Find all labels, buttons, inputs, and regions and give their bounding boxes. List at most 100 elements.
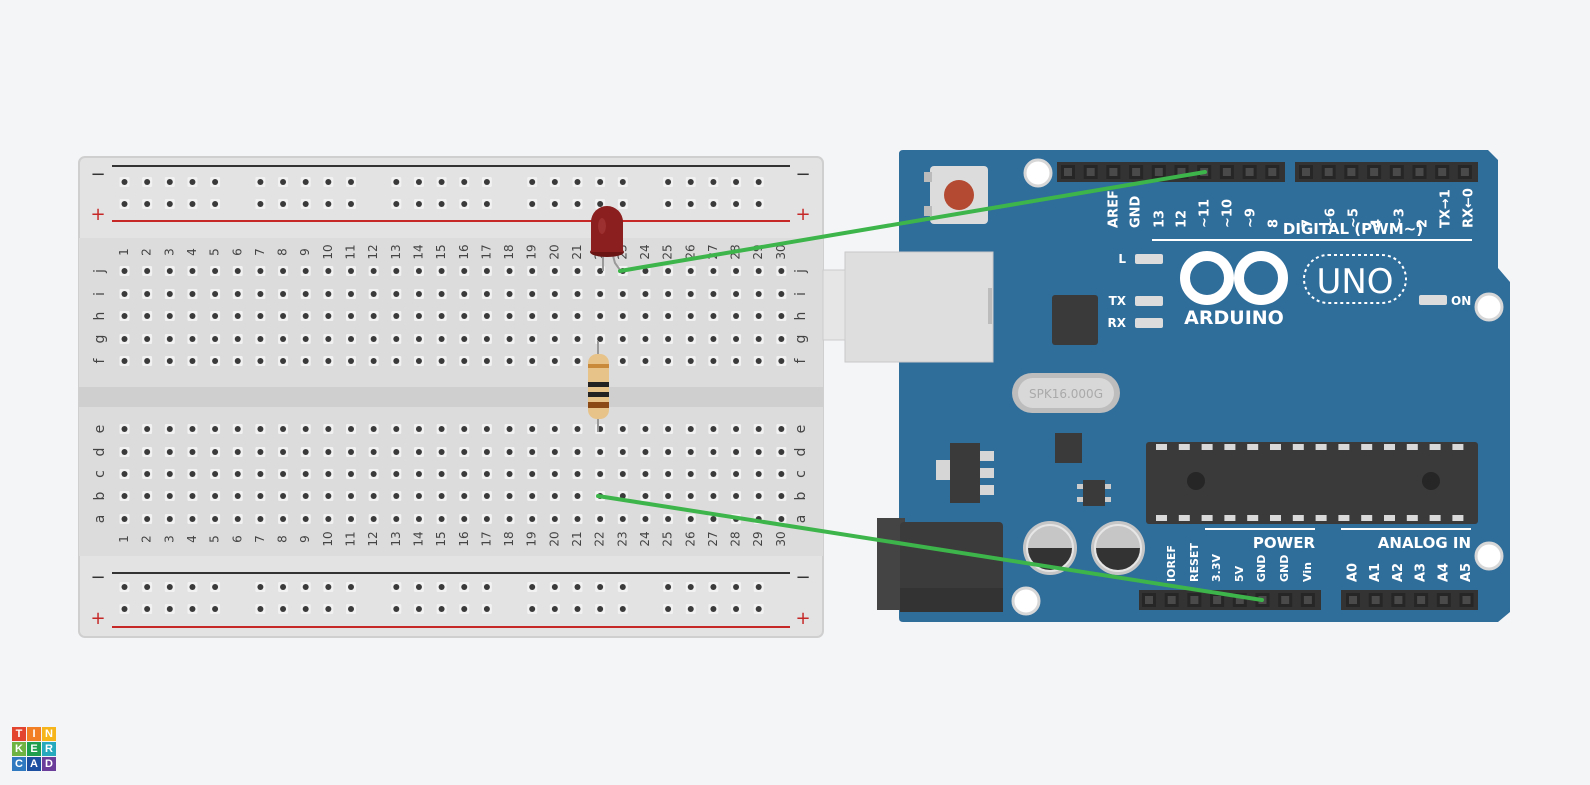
breadboard-hole[interactable]: [731, 469, 742, 479]
breadboard-hole[interactable]: [504, 514, 515, 524]
breadboard-hole[interactable]: [413, 469, 424, 479]
breadboard-hole[interactable]: [663, 289, 674, 299]
breadboard-hole[interactable]: [413, 491, 424, 501]
breadboard-holes[interactable]: [119, 177, 787, 614]
rail-hole[interactable]: [278, 199, 289, 209]
breadboard-hole[interactable]: [413, 424, 424, 434]
rail-hole[interactable]: [617, 604, 628, 614]
rail-hole[interactable]: [391, 199, 402, 209]
breadboard-hole[interactable]: [685, 514, 696, 524]
breadboard-hole[interactable]: [255, 491, 266, 501]
breadboard-hole[interactable]: [210, 447, 221, 457]
breadboard-hole[interactable]: [413, 289, 424, 299]
breadboard-hole[interactable]: [368, 266, 379, 276]
rail-hole[interactable]: [753, 199, 764, 209]
rail-hole[interactable]: [436, 177, 447, 187]
breadboard-hole[interactable]: [300, 266, 311, 276]
breadboard-hole[interactable]: [527, 491, 538, 501]
breadboard-hole[interactable]: [685, 491, 696, 501]
breadboard-hole[interactable]: [232, 356, 243, 366]
breadboard-hole[interactable]: [527, 334, 538, 344]
breadboard-hole[interactable]: [549, 424, 560, 434]
rail-hole[interactable]: [685, 604, 696, 614]
rail-hole[interactable]: [753, 604, 764, 614]
breadboard-hole[interactable]: [142, 514, 153, 524]
breadboard-hole[interactable]: [708, 514, 719, 524]
breadboard-hole[interactable]: [164, 447, 175, 457]
breadboard-hole[interactable]: [731, 311, 742, 321]
breadboard-hole[interactable]: [346, 289, 356, 299]
breadboard-hole[interactable]: [142, 334, 153, 344]
breadboard-hole[interactable]: [753, 491, 764, 501]
breadboard-hole[interactable]: [346, 469, 356, 479]
rail-hole[interactable]: [572, 199, 583, 209]
header-pin[interactable]: [1391, 593, 1406, 607]
breadboard-hole[interactable]: [119, 266, 130, 276]
rail-hole[interactable]: [731, 604, 742, 614]
breadboard-hole[interactable]: [391, 334, 402, 344]
breadboard-hole[interactable]: [731, 424, 742, 434]
breadboard-hole[interactable]: [776, 311, 787, 321]
rail-hole[interactable]: [459, 604, 470, 614]
breadboard-hole[interactable]: [278, 289, 289, 299]
rail-hole[interactable]: [187, 177, 198, 187]
breadboard-hole[interactable]: [595, 289, 606, 299]
breadboard-hole[interactable]: [232, 266, 243, 276]
breadboard-hole[interactable]: [300, 356, 311, 366]
breadboard-hole[interactable]: [142, 289, 153, 299]
breadboard-hole[interactable]: [323, 289, 334, 299]
breadboard-hole[interactable]: [708, 334, 719, 344]
breadboard-hole[interactable]: [368, 334, 379, 344]
breadboard-hole[interactable]: [119, 447, 130, 457]
breadboard-hole[interactable]: [685, 311, 696, 321]
rail-hole[interactable]: [708, 177, 719, 187]
breadboard-hole[interactable]: [232, 491, 243, 501]
breadboard-hole[interactable]: [255, 334, 266, 344]
breadboard-hole[interactable]: [119, 289, 130, 299]
rail-hole[interactable]: [142, 199, 153, 209]
breadboard-hole[interactable]: [549, 514, 560, 524]
breadboard-hole[interactable]: [481, 356, 492, 366]
breadboard-hole[interactable]: [776, 266, 787, 276]
rail-hole[interactable]: [481, 199, 492, 209]
breadboard-hole[interactable]: [572, 311, 583, 321]
breadboard-hole[interactable]: [685, 447, 696, 457]
breadboard-hole[interactable]: [685, 424, 696, 434]
breadboard-hole[interactable]: [232, 469, 243, 479]
rail-hole[interactable]: [413, 199, 424, 209]
header-pin[interactable]: [1368, 593, 1383, 607]
rail-hole[interactable]: [255, 604, 266, 614]
breadboard-hole[interactable]: [164, 266, 175, 276]
breadboard-hole[interactable]: [255, 311, 266, 321]
rail-hole[interactable]: [391, 604, 402, 614]
breadboard-hole[interactable]: [640, 424, 651, 434]
rail-hole[interactable]: [346, 199, 356, 209]
breadboard-hole[interactable]: [617, 424, 628, 434]
breadboard-hole[interactable]: [708, 491, 719, 501]
breadboard-hole[interactable]: [413, 311, 424, 321]
rail-hole[interactable]: [617, 199, 628, 209]
breadboard-hole[interactable]: [187, 266, 198, 276]
breadboard-hole[interactable]: [187, 424, 198, 434]
breadboard-hole[interactable]: [595, 424, 606, 434]
breadboard[interactable]: 1122334455667788991010111112121313141415…: [78, 156, 824, 638]
breadboard-hole[interactable]: [549, 334, 560, 344]
header-pin[interactable]: [1321, 165, 1336, 179]
rail-hole[interactable]: [731, 582, 742, 592]
breadboard-hole[interactable]: [346, 447, 356, 457]
breadboard-hole[interactable]: [164, 491, 175, 501]
breadboard-hole[interactable]: [323, 424, 334, 434]
breadboard-hole[interactable]: [232, 514, 243, 524]
breadboard-hole[interactable]: [572, 491, 583, 501]
breadboard-hole[interactable]: [368, 514, 379, 524]
breadboard-hole[interactable]: [731, 491, 742, 501]
breadboard-hole[interactable]: [481, 424, 492, 434]
breadboard-hole[interactable]: [119, 424, 130, 434]
breadboard-hole[interactable]: [436, 447, 447, 457]
breadboard-hole[interactable]: [459, 356, 470, 366]
breadboard-hole[interactable]: [187, 356, 198, 366]
breadboard-hole[interactable]: [119, 311, 130, 321]
breadboard-hole[interactable]: [527, 424, 538, 434]
breadboard-hole[interactable]: [731, 447, 742, 457]
